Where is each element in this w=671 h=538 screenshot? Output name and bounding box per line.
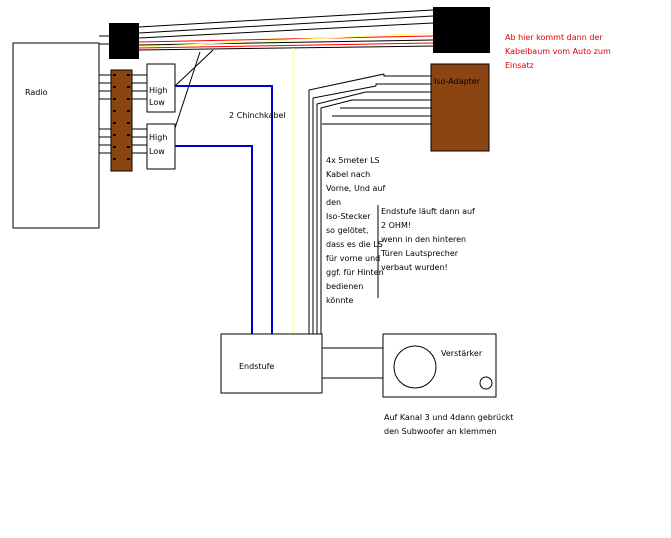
- subwoofer-speaker: [393, 345, 437, 389]
- car-harness-plug: [433, 7, 490, 53]
- converter-top-high: High: [149, 86, 168, 95]
- connector-dots: [113, 74, 130, 160]
- harness-note: Ab hier kommt dann der Kabelbaum vom Aut…: [505, 33, 611, 70]
- endstufe-label: Endstufe: [239, 362, 275, 371]
- iso-adapter-label: Iso-Adapter: [434, 77, 481, 86]
- chinch-cables: [175, 85, 273, 334]
- harness-bundle: [138, 9, 434, 51]
- speaker-cables: [308, 73, 385, 334]
- chinch-label: 2 Chinchkabel: [229, 111, 286, 120]
- converter-top-box: [146, 63, 176, 113]
- iso-adapter-box: [430, 63, 490, 152]
- ls-cable-note: 4x 5meter LS Kabel nach Vorne, Und auf d…: [326, 156, 386, 305]
- converter-bottom-low: Low: [149, 147, 165, 156]
- converter-remote-wires: [174, 49, 214, 129]
- radio-label: Radio: [25, 88, 48, 97]
- amp-connection: [321, 347, 384, 379]
- block-to-converter-wires: [132, 74, 147, 154]
- converter-bottom-high: High: [149, 133, 168, 142]
- iso-adapter-wires: [322, 74, 431, 125]
- endstufe-box: [220, 333, 323, 394]
- radio-to-block-wires: [99, 74, 111, 154]
- converter-top-low: Low: [149, 98, 165, 107]
- amp-ohm-note: Endstufe läuft dann auf 2 OHM! wenn in d…: [381, 207, 475, 272]
- radio-iso-plug: [109, 23, 139, 59]
- bass-port: [479, 376, 493, 390]
- radio-box: [12, 42, 100, 229]
- converter-bottom-box: [146, 123, 176, 170]
- radio-connector-block: [110, 69, 133, 172]
- verstaerker-label: Verstärker: [441, 349, 483, 358]
- subwoofer-note: Auf Kanal 3 und 4dann gebrückt den Subwo…: [384, 413, 514, 436]
